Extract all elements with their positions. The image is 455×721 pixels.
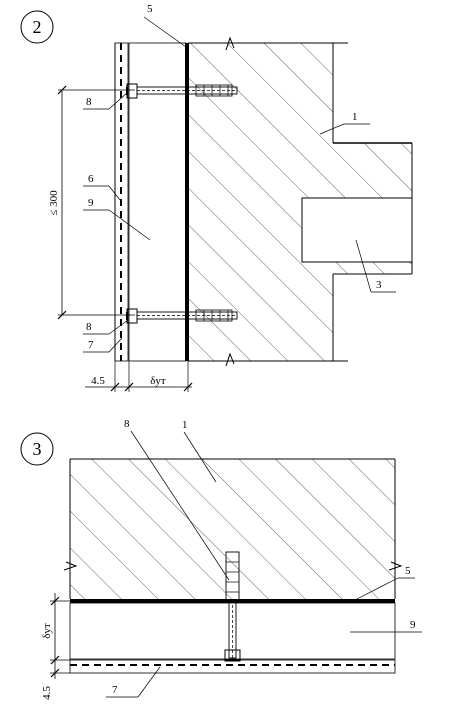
fig2-label-7: 7 (88, 339, 94, 351)
fig3-dimension-left: δут 4.5 (41, 593, 70, 700)
figure-3-number: 3 (33, 439, 42, 459)
fig2-membrane (185, 43, 189, 361)
fig2-label-1: 1 (352, 111, 358, 123)
fig3-label-5: 5 (405, 565, 411, 577)
figure-3-number-circle (20, 432, 54, 466)
fig3-leaders (106, 430, 422, 698)
fig2-dimension-spacing: ≤ 300 (48, 85, 135, 320)
fig2-anchor-top (126, 83, 238, 99)
figure-2: 2 (20, 3, 413, 392)
figure-2-number-circle (20, 10, 54, 44)
fig3-dim-top-label: δут (41, 623, 53, 639)
fig3-dim-bottom-label: 4.5 (41, 686, 53, 700)
figure-3: 3 (20, 418, 422, 700)
fig3-render-layer (69, 659, 396, 674)
fig2-label-8-bottom: 8 (86, 321, 92, 333)
fig3-label-9: 9 (410, 619, 416, 631)
fig3-wall (63, 458, 403, 599)
fig2-dim-left-label: 4.5 (91, 375, 105, 387)
fig3-label-1: 1 (182, 419, 188, 431)
figure-2-number: 2 (33, 17, 42, 37)
fig2-floor-slab (301, 142, 413, 275)
fig2-wall (188, 36, 412, 367)
fig2-dim-spacing-label: ≤ 300 (48, 190, 60, 216)
fig2-dim-right-label: δут (150, 375, 166, 387)
fig2-label-6: 6 (88, 173, 94, 185)
fig2-anchor-bottom (126, 308, 238, 324)
fig2-label-5: 5 (147, 3, 153, 15)
fig3-label-7: 7 (112, 684, 118, 696)
fig2-dimension-bottom: 4.5 δут (85, 361, 193, 392)
fig2-label-3: 3 (376, 279, 382, 291)
fig2-leaders (83, 16, 396, 353)
fig2-label-8-top: 8 (86, 96, 92, 108)
fig3-label-8: 8 (124, 418, 130, 430)
fig2-label-9: 9 (88, 197, 94, 209)
